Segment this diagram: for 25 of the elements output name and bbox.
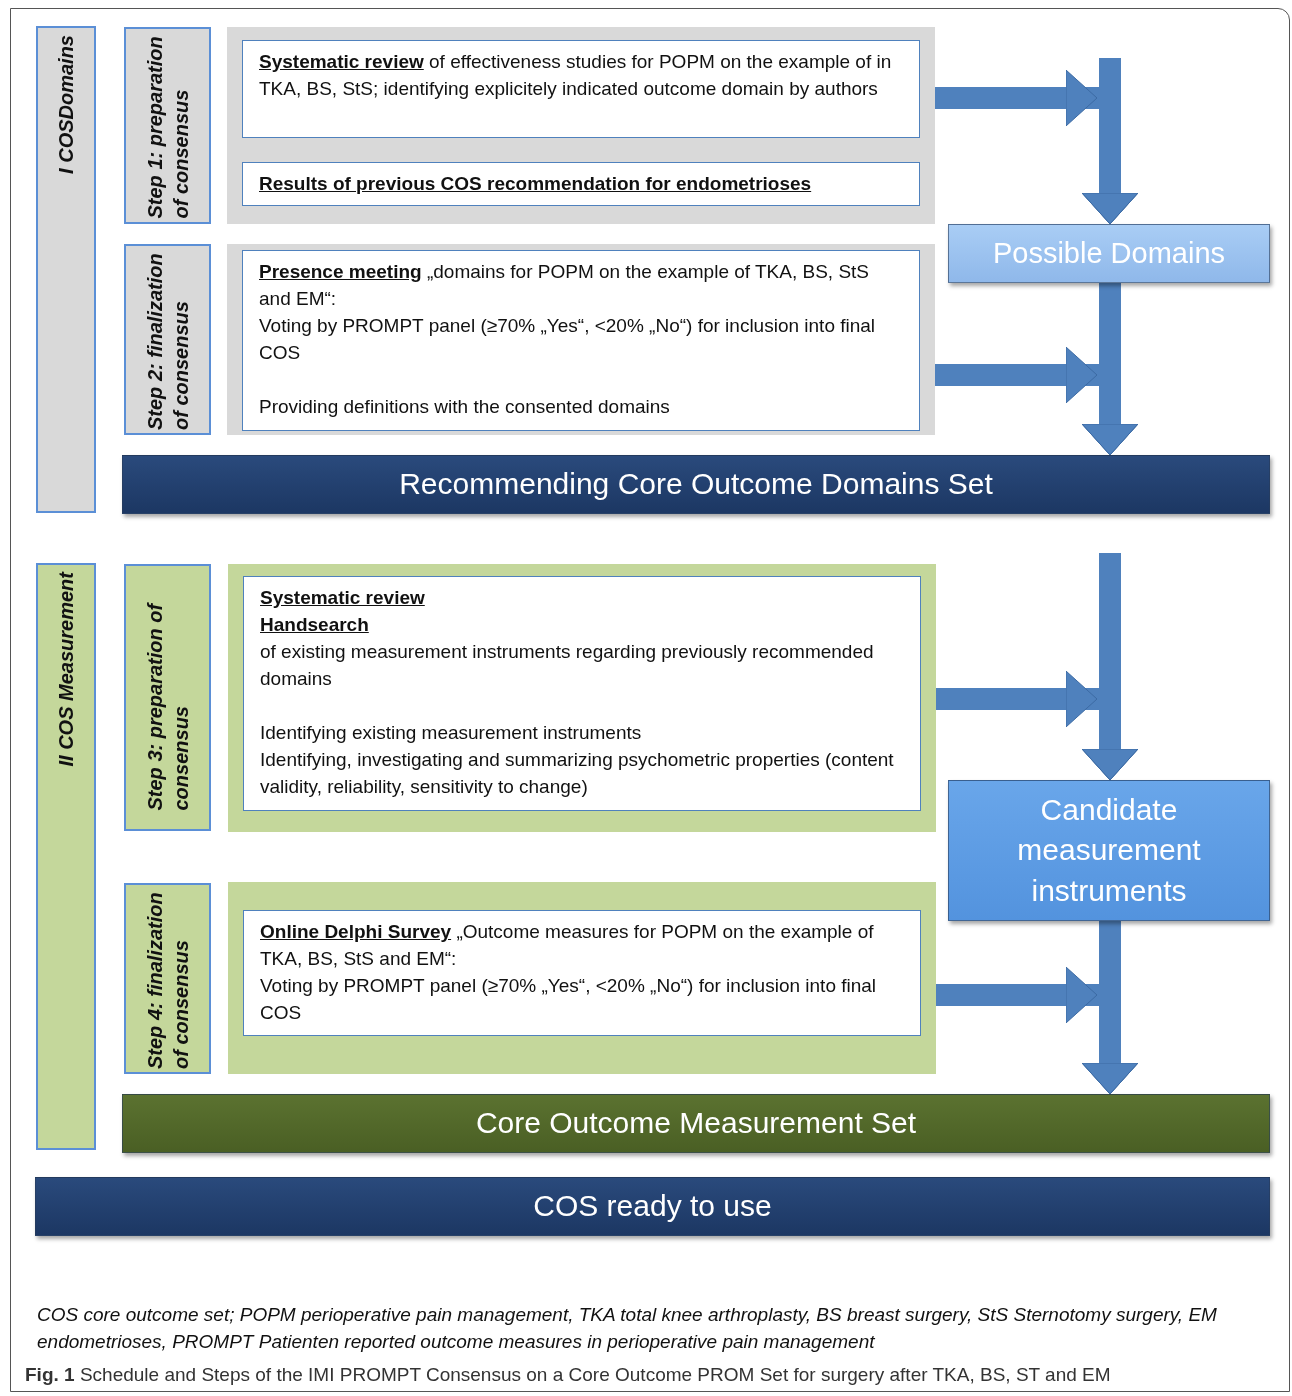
block-arrow bbox=[935, 347, 1138, 455]
result-box: Candidate measurement instruments bbox=[948, 780, 1270, 921]
figure-caption: Fig. 1 Schedule and Steps of the IMI PROMPT Consensus on a Core Outcome PROM Set for surgery after TKA, BS, ST and EM bbox=[25, 1364, 1112, 1386]
step-panel bbox=[228, 564, 936, 832]
step-box: Step 3: preparation of consensus bbox=[124, 564, 211, 831]
text-box: Systematic review of effectiveness studies for POPM on the example of in TKA, BS, StS; identifying explicitely indicated outcome domain by authors bbox=[242, 40, 920, 138]
block-arrow bbox=[936, 671, 1138, 780]
result-band: Core Outcome Measurement Set bbox=[122, 1094, 1270, 1153]
result-box: Possible Domains bbox=[948, 224, 1270, 283]
phase-band: II COS Measurement bbox=[36, 563, 96, 1150]
text-box: Online Delphi Survey „Outcome measures for POPM on the example of TKA, BS, StS and EM“: Voting by PROMPT panel (≥70% „Yes“, <20% „No“) for inclusion into final COS bbox=[243, 910, 921, 1036]
block-arrow bbox=[936, 967, 1138, 1094]
block-arrow bbox=[1081, 58, 1139, 225]
step-box: Step 1: preparation of consensus bbox=[124, 27, 211, 224]
result-band: COS ready to use bbox=[35, 1177, 1270, 1236]
legend-note: COS core outcome set; POPM perioperative pain management, TKA total knee arthroplasty, BS breast surgery, StS Sternotomy surgery, EM endometrioses, PROMPT Patienten reported outcome measures in perioperative pain management bbox=[37, 1303, 1218, 1354]
step-panel bbox=[228, 882, 936, 1074]
text-box: Presence meeting „domains for POPM on the example of TKA, BS, StS and EM“: Voting by PROMPT panel (≥70% „Yes“, <20% „No“) for inclusion into final COS Providing definitions with the consented domains bbox=[242, 250, 920, 431]
step-box: Step 4: finalization of consensus bbox=[124, 883, 211, 1074]
text-box: Systematic review Handsearch of existing measurement instruments regarding previously recommended domains Identifying existing measurement instruments Identifying, investigating and summarizing psychometric properties (content validity, reliability, sensitivity to change) bbox=[243, 576, 921, 811]
text-box: Results of previous COS recommendation for endometrioses bbox=[242, 162, 920, 206]
step-panel bbox=[227, 27, 935, 224]
phase-band: I COSDomains bbox=[36, 26, 96, 513]
result-band: Recommending Core Outcome Domains Set bbox=[122, 455, 1270, 514]
step-box: Step 2: finalization of consensus bbox=[124, 244, 211, 435]
